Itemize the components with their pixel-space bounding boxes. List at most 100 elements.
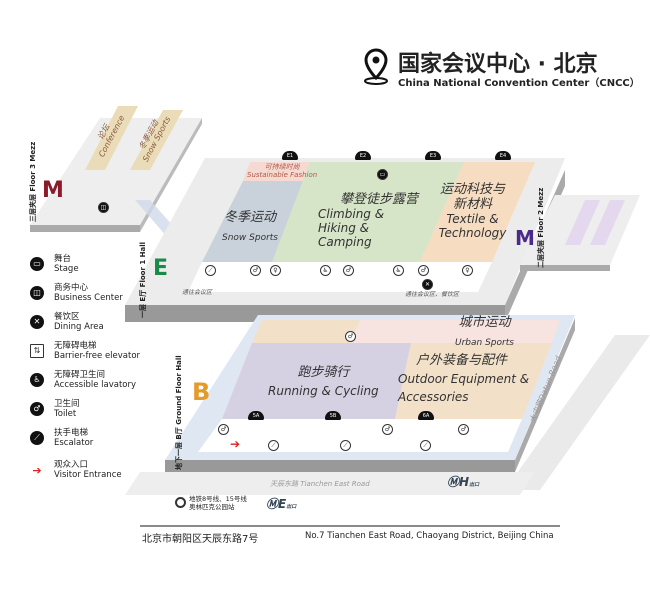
- ground-letter: B: [192, 378, 211, 406]
- metro-exit-e: ⓂE出口: [266, 497, 297, 511]
- escalator-icon: ⟋: [30, 431, 44, 446]
- road-datun: [505, 335, 650, 490]
- gate-e2: E2: [355, 151, 371, 160]
- en: Visitor Entrance: [54, 470, 122, 481]
- zone-outdoor: [395, 343, 552, 419]
- zh: 无障碍电梯: [54, 341, 97, 351]
- zone-running: [222, 343, 411, 419]
- zone-urban-sports: [350, 320, 560, 343]
- floor1-label: 一层 E厅 Floor 1 Hall: [139, 241, 148, 318]
- metro-station: 奥林匹克公园站: [189, 503, 235, 512]
- metro-icon: [175, 497, 186, 508]
- en: Urban Sports: [455, 337, 514, 348]
- accessible-icon: ♿: [393, 265, 404, 276]
- floor1-letter: E: [153, 256, 169, 281]
- toilet-icon: ♀: [462, 265, 473, 276]
- visitor-entrance-icon: ➔: [32, 463, 42, 477]
- exit-h-letter: H: [459, 475, 470, 489]
- exit-e-letter: E: [278, 497, 287, 511]
- title-zh: 国家会议中心 · 北京: [398, 52, 598, 77]
- road-tianchen-label: 天辰东路 Tianchen East Road: [270, 480, 370, 488]
- note-to-conference-dining: 通往会议区、餐饮区: [405, 291, 460, 298]
- elevator-icon: ⇅: [30, 344, 44, 359]
- business-center-icon: ◫: [30, 286, 44, 301]
- floor1-label-zh: 一层 E厅: [139, 289, 147, 318]
- toilet-icon: ♀: [270, 265, 281, 276]
- zone-ground-top-left: [252, 320, 360, 343]
- escalator-icon: ⟋: [268, 440, 279, 451]
- zh: 户外装备与配件: [416, 353, 508, 368]
- en: Climbing & Hiking & Camping: [318, 206, 385, 249]
- mezz2-label: 二层夹层 Floor 2 Mezz: [537, 187, 546, 268]
- zone-climbing: [272, 162, 464, 262]
- mezz3-label-en: Floor 3 Mezz: [29, 141, 37, 192]
- en: Running & Cycling: [268, 383, 379, 398]
- gate-e3: E3: [425, 151, 441, 160]
- exit-suffix: 出口: [469, 482, 480, 488]
- metro-exit-h: ⓂH出口: [447, 475, 480, 489]
- toilet-icon: ♂: [382, 424, 393, 435]
- dining-icon: ✕: [422, 279, 433, 290]
- en: Toilet: [54, 409, 77, 420]
- escalator-icon: ⟋: [340, 440, 351, 451]
- zh: 舞台: [54, 254, 72, 264]
- floor1-amenity-strip: [188, 262, 492, 292]
- gate-e4: E4: [495, 151, 511, 160]
- mezz3-label: 三层夹层 Floor 3 Mezz: [29, 141, 38, 222]
- mezz2-label-en: Floor 2 Mezz: [537, 187, 545, 238]
- zh: 卫生间: [54, 399, 80, 409]
- location-pin-icon: [364, 48, 388, 85]
- escalator-icon: ⟋: [420, 440, 431, 451]
- accessible-icon: ♿: [30, 373, 44, 388]
- title-en: China National Convention Center（CNCC）: [398, 78, 640, 89]
- en: Textile & Technology: [438, 211, 507, 240]
- zh: 商务中心: [54, 283, 89, 293]
- zh: 餐饮区: [54, 312, 80, 322]
- en: Stage: [54, 264, 79, 275]
- gate-5b: 5B: [325, 411, 341, 420]
- zone-textile: [420, 162, 535, 262]
- mezz2-label-zh: 二层夹层: [537, 240, 545, 268]
- en: Business Center: [54, 293, 123, 304]
- metro-info: 地铁8号线、15号线奥林匹克公园站: [189, 495, 247, 511]
- toilet-icon: ♂: [418, 265, 429, 276]
- accessible-icon: ♿: [320, 265, 331, 276]
- toilet-icon: ♂: [30, 402, 44, 417]
- zh: 冬季运动: [223, 210, 276, 225]
- zh: 攀登徒步露营: [340, 192, 419, 207]
- floor1-label-en: Floor 1 Hall: [139, 241, 147, 288]
- zh: 扶手电梯: [54, 428, 89, 438]
- zh: 城市运动: [458, 315, 511, 330]
- stage-icon: ▭: [30, 257, 44, 272]
- zh: 观众入口: [54, 460, 89, 470]
- zone-conference: [85, 106, 138, 170]
- zh: 无障碍卫生间: [54, 370, 106, 380]
- gate-e1: E1: [282, 151, 298, 160]
- ground-label: 地下一层 B厅 Ground Floor Hall: [175, 355, 184, 470]
- metro-lines: 地铁8号线、15号线: [189, 495, 247, 503]
- visitor-entrance-icon: ➔: [230, 437, 241, 451]
- address-zh: 北京市朝阳区天辰东路7号: [142, 534, 259, 545]
- business-center-icon: ◫: [98, 202, 109, 213]
- en: Sustainable Fashion: [247, 171, 318, 180]
- dining-icon: ✕: [30, 315, 44, 330]
- ground-label-zh: 地下一层 B厅: [175, 427, 183, 470]
- road-tianchen: [125, 472, 535, 495]
- zone-snow-mezz: [130, 110, 183, 170]
- en: Barrier-free elevator: [54, 351, 141, 362]
- stage-icon: ▭: [377, 169, 388, 180]
- en: Escalator: [54, 438, 94, 449]
